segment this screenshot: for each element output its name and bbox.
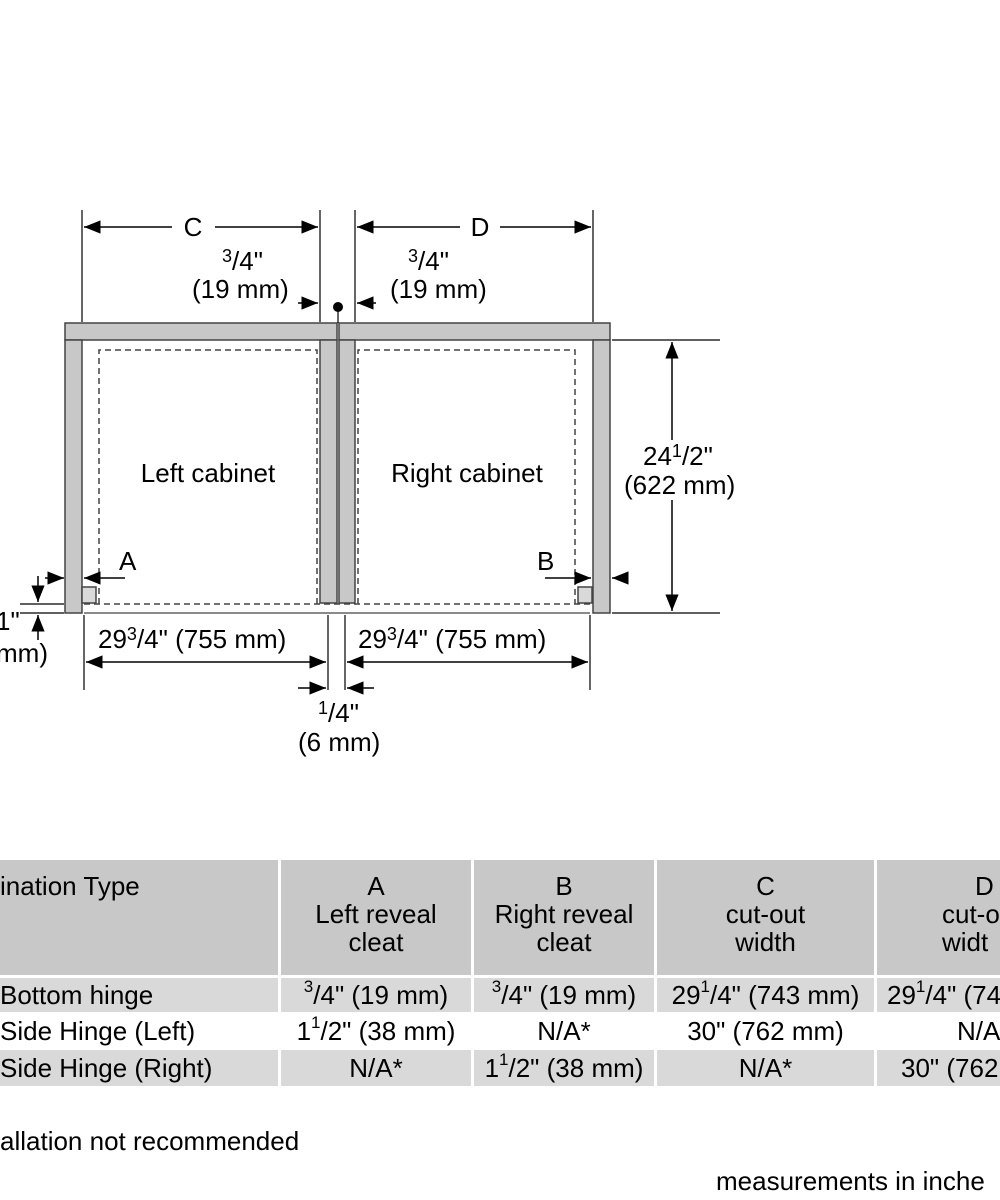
units-note: measurements in inche [716,1166,985,1196]
footnote: allation not recommended [0,1126,300,1156]
top-panel-left [64,322,338,341]
table-row-bottom-hinge-type: Bottom hinge [0,978,278,1012]
table-row-side-left-a: 11/2" (38 mm) [281,1014,471,1048]
dim-d-label: D [471,212,490,242]
height-mm: (622 mm) [624,470,735,500]
cabinet-dimension-diagram: C D 3/4" (19 mm) 3/4" (19 mm) Left cabin… [0,210,735,757]
marker-a-label: A [119,546,137,576]
right-cabinet-label: Right cabinet [391,458,544,488]
side-cut-label-top: 1" [0,606,20,636]
marker-b-label: B [537,546,554,576]
dim-c-label: C [184,212,203,242]
table-row-side-right-c: N/A* [657,1050,874,1086]
table-row-bottom-hinge-d: 291/4" (74 [877,978,1000,1012]
right-side-panel [592,339,611,614]
center-gap-fraction: 1/4" [318,698,359,728]
center-panel-right [338,339,356,604]
table-row-side-left-d: N/A [877,1014,1000,1048]
gap-right-mm: (19 mm) [390,274,487,304]
table-row-side-left-b: N/A* [474,1014,654,1048]
left-cabinet-label: Left cabinet [141,458,276,488]
left-side-panel [64,339,83,614]
gap-left-mm: (19 mm) [192,274,289,304]
cleat-a [81,586,97,604]
side-cut-label-bottom: mm) [0,638,48,668]
table-row-side-right-d: 30" (762 [877,1050,1000,1086]
table-row-side-right-type: Side Hinge (Right) [0,1050,278,1086]
top-panel-right [338,322,611,341]
width-right-label: 293/4" (755 mm) [358,624,546,654]
header-type: ination Type [0,860,278,975]
table-row-bottom-hinge-c: 291/4" (743 mm) [657,978,874,1012]
table-row-side-right-a: N/A* [281,1050,471,1086]
gap-left-fraction: 3/4" [222,246,263,276]
table-row-side-left-type: Side Hinge (Left) [0,1014,278,1048]
table-row-side-left-c: 30" (762 mm) [657,1014,874,1048]
left-cabinet-outline [98,349,318,604]
table-row-bottom-hinge-b: 3/4" (19 mm) [474,978,654,1012]
table-row-side-right-b: 11/2" (38 mm) [474,1050,654,1086]
center-gap-mm: (6 mm) [298,727,380,757]
table-row-bottom-hinge-a: 3/4" (19 mm) [281,978,471,1012]
gap-right-fraction: 3/4" [408,246,449,276]
cleat-b [577,586,593,604]
center-panel-left [319,339,338,604]
right-cabinet-outline [357,349,576,604]
height-fraction: 241/2" [643,441,713,471]
width-left-label: 293/4" (755 mm) [98,624,286,654]
